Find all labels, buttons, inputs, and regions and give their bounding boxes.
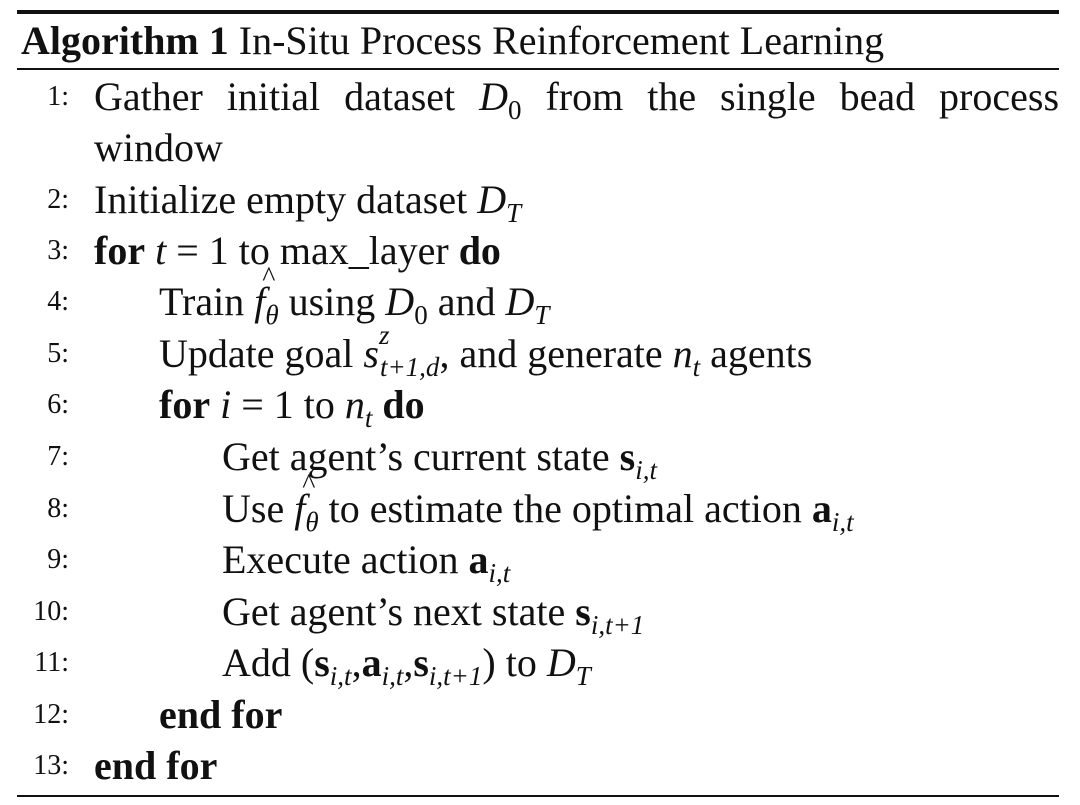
line-content: Gather initial dataset D0 from the singl… — [94, 74, 1060, 126]
line-content: Get agent’s next state si,t+1 — [222, 589, 645, 641]
line-content: Initialize empty dataset DT — [94, 177, 522, 229]
algorithm-line-2: 2: Initialize empty dataset DT — [17, 175, 1059, 229]
algorithm-line-9: 9: Execute action ai,t — [17, 535, 1059, 589]
line-number: 8: — [47, 493, 69, 524]
algorithm-line-6: 6: for i = 1 to nt do — [17, 380, 1059, 434]
algorithm-line-8: 8: Use fθ to estimate the optimal action… — [17, 460, 1059, 536]
line-number: 5: — [47, 338, 69, 369]
line-number: 11: — [34, 647, 69, 678]
algorithm-header: Algorithm 1 In-Situ Process Reinforcemen… — [21, 14, 884, 68]
line-content: for t = 1 to max_layer do — [94, 228, 501, 273]
line-content: for i = 1 to nt do — [159, 382, 425, 434]
algorithm-line-3: 3: for t = 1 to max_layer do — [17, 226, 1059, 276]
line-number: 10: — [33, 596, 69, 627]
algorithm-line-1: 1: Gather initial dataset D0 from the si… — [17, 72, 1060, 126]
algorithm-line-10: 10: Get agent’s next state si,t+1 — [17, 587, 1059, 641]
algorithm-line-4: 4: Train fθ using D0 and DT — [17, 253, 1059, 329]
line-number: 6: — [47, 389, 69, 420]
algorithm-line-1-cont: window — [17, 123, 1059, 173]
line-content: Execute action ai,t — [222, 537, 511, 589]
line-number: 7: — [47, 441, 69, 472]
line-number: 9: — [47, 544, 69, 575]
algorithm-line-7: 7: Get agent’s current state si,t — [17, 432, 1059, 486]
line-content: end for — [94, 743, 218, 788]
line-content: Train fθ using D0 and DT — [159, 253, 1059, 329]
line-content: Get agent’s current state si,t — [222, 434, 657, 486]
top-rule — [17, 10, 1059, 14]
line-number: 3: — [47, 235, 69, 266]
line-number: 1: — [47, 81, 69, 112]
line-number: 2: — [47, 184, 69, 215]
algorithm-line-13: 13: end for — [17, 741, 1059, 791]
line-content: Add (si,t,ai,t,si,t+1) to DT — [222, 640, 591, 692]
algorithm-line-11: 11: Add (si,t,ai,t,si,t+1) to DT — [17, 638, 1059, 692]
line-content: window — [94, 125, 223, 170]
line-number: 13: — [33, 750, 69, 781]
algorithm-label: Algorithm 1 — [21, 18, 229, 63]
line-number: 4: — [47, 286, 69, 317]
algorithm-line-12: 12: end for — [17, 690, 1059, 740]
bottom-rule — [17, 795, 1059, 797]
line-number: 12: — [33, 699, 69, 730]
line-content: end for — [159, 692, 283, 737]
algorithm-title: In-Situ Process Reinforcement Learning — [238, 18, 885, 63]
header-rule — [17, 68, 1059, 70]
algorithm-box: Algorithm 1 In-Situ Process Reinforcemen… — [17, 0, 1059, 805]
line-content: Use fθ to estimate the optimal action ai… — [222, 460, 1059, 536]
